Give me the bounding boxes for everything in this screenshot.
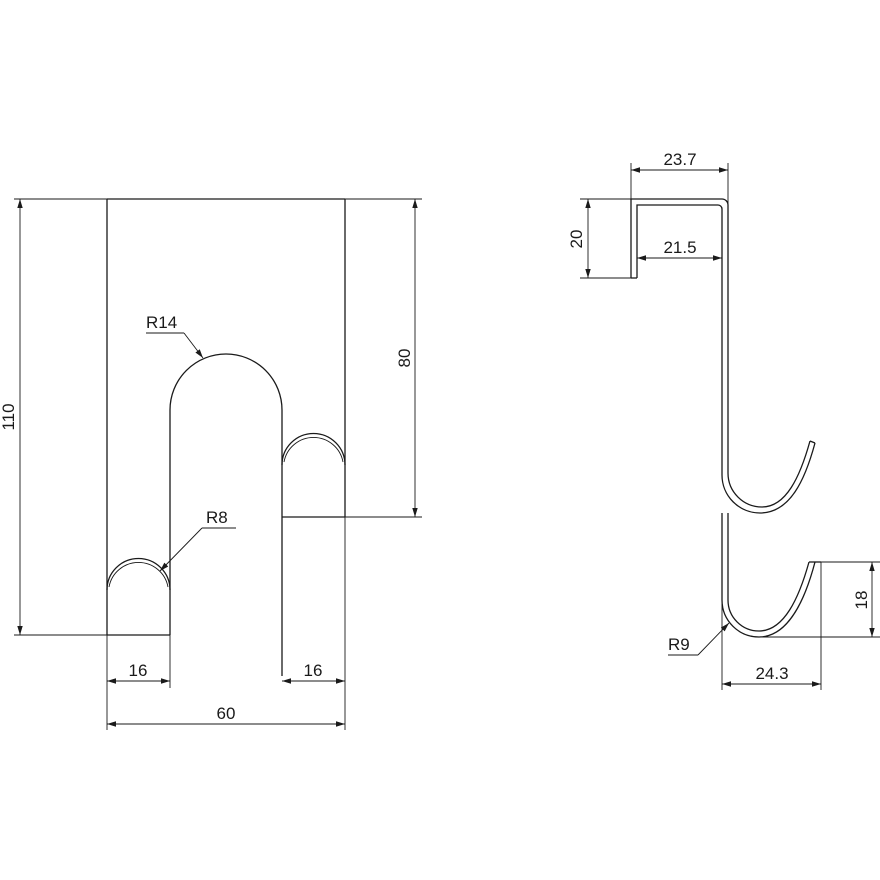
dim-left-prong-width: 16	[106, 635, 171, 730]
dim-small-radius-label: R8	[206, 508, 228, 527]
dim-hook-depth: 24.3	[721, 562, 822, 690]
side-view: 23.7 21.5 20 R9 24.3	[567, 150, 880, 690]
front-view-outline	[106, 198, 346, 676]
dim-small-radius: R8	[159, 508, 236, 572]
dim-right-prong-width-label: 16	[304, 661, 323, 680]
dim-top-lip-height-label: 20	[567, 230, 586, 249]
dim-hook-depth-label: 24.3	[755, 664, 788, 683]
dim-inner-width: 21.5	[637, 238, 722, 261]
dim-hook-height-label: 18	[852, 591, 871, 610]
dim-outer-width: 23.7	[630, 150, 729, 205]
dim-slot-height-label: 80	[395, 349, 414, 368]
dim-top-radius: R14	[146, 313, 204, 359]
dim-outer-width-label: 23.7	[663, 150, 696, 169]
dim-right-prong-width: 16	[282, 517, 346, 730]
dim-top-lip-height: 20	[567, 198, 631, 279]
dim-inner-width-label: 21.5	[663, 238, 696, 257]
dim-total-height-label: 110	[0, 403, 18, 430]
dim-top-radius-label: R14	[146, 313, 177, 332]
dim-hook-radius: R9	[668, 622, 730, 656]
dim-hook-radius-label: R9	[668, 635, 690, 654]
dim-total-width: 60	[107, 704, 345, 727]
dim-hook-height: 18	[760, 561, 880, 638]
dim-slot-height: 80	[282, 198, 422, 518]
dim-total-width-label: 60	[217, 704, 236, 723]
side-view-profile	[630, 198, 821, 638]
dim-left-prong-width-label: 16	[129, 661, 148, 680]
front-view: 110 80 R14 R8 16	[0, 198, 422, 730]
dim-total-height: 110	[0, 198, 107, 636]
